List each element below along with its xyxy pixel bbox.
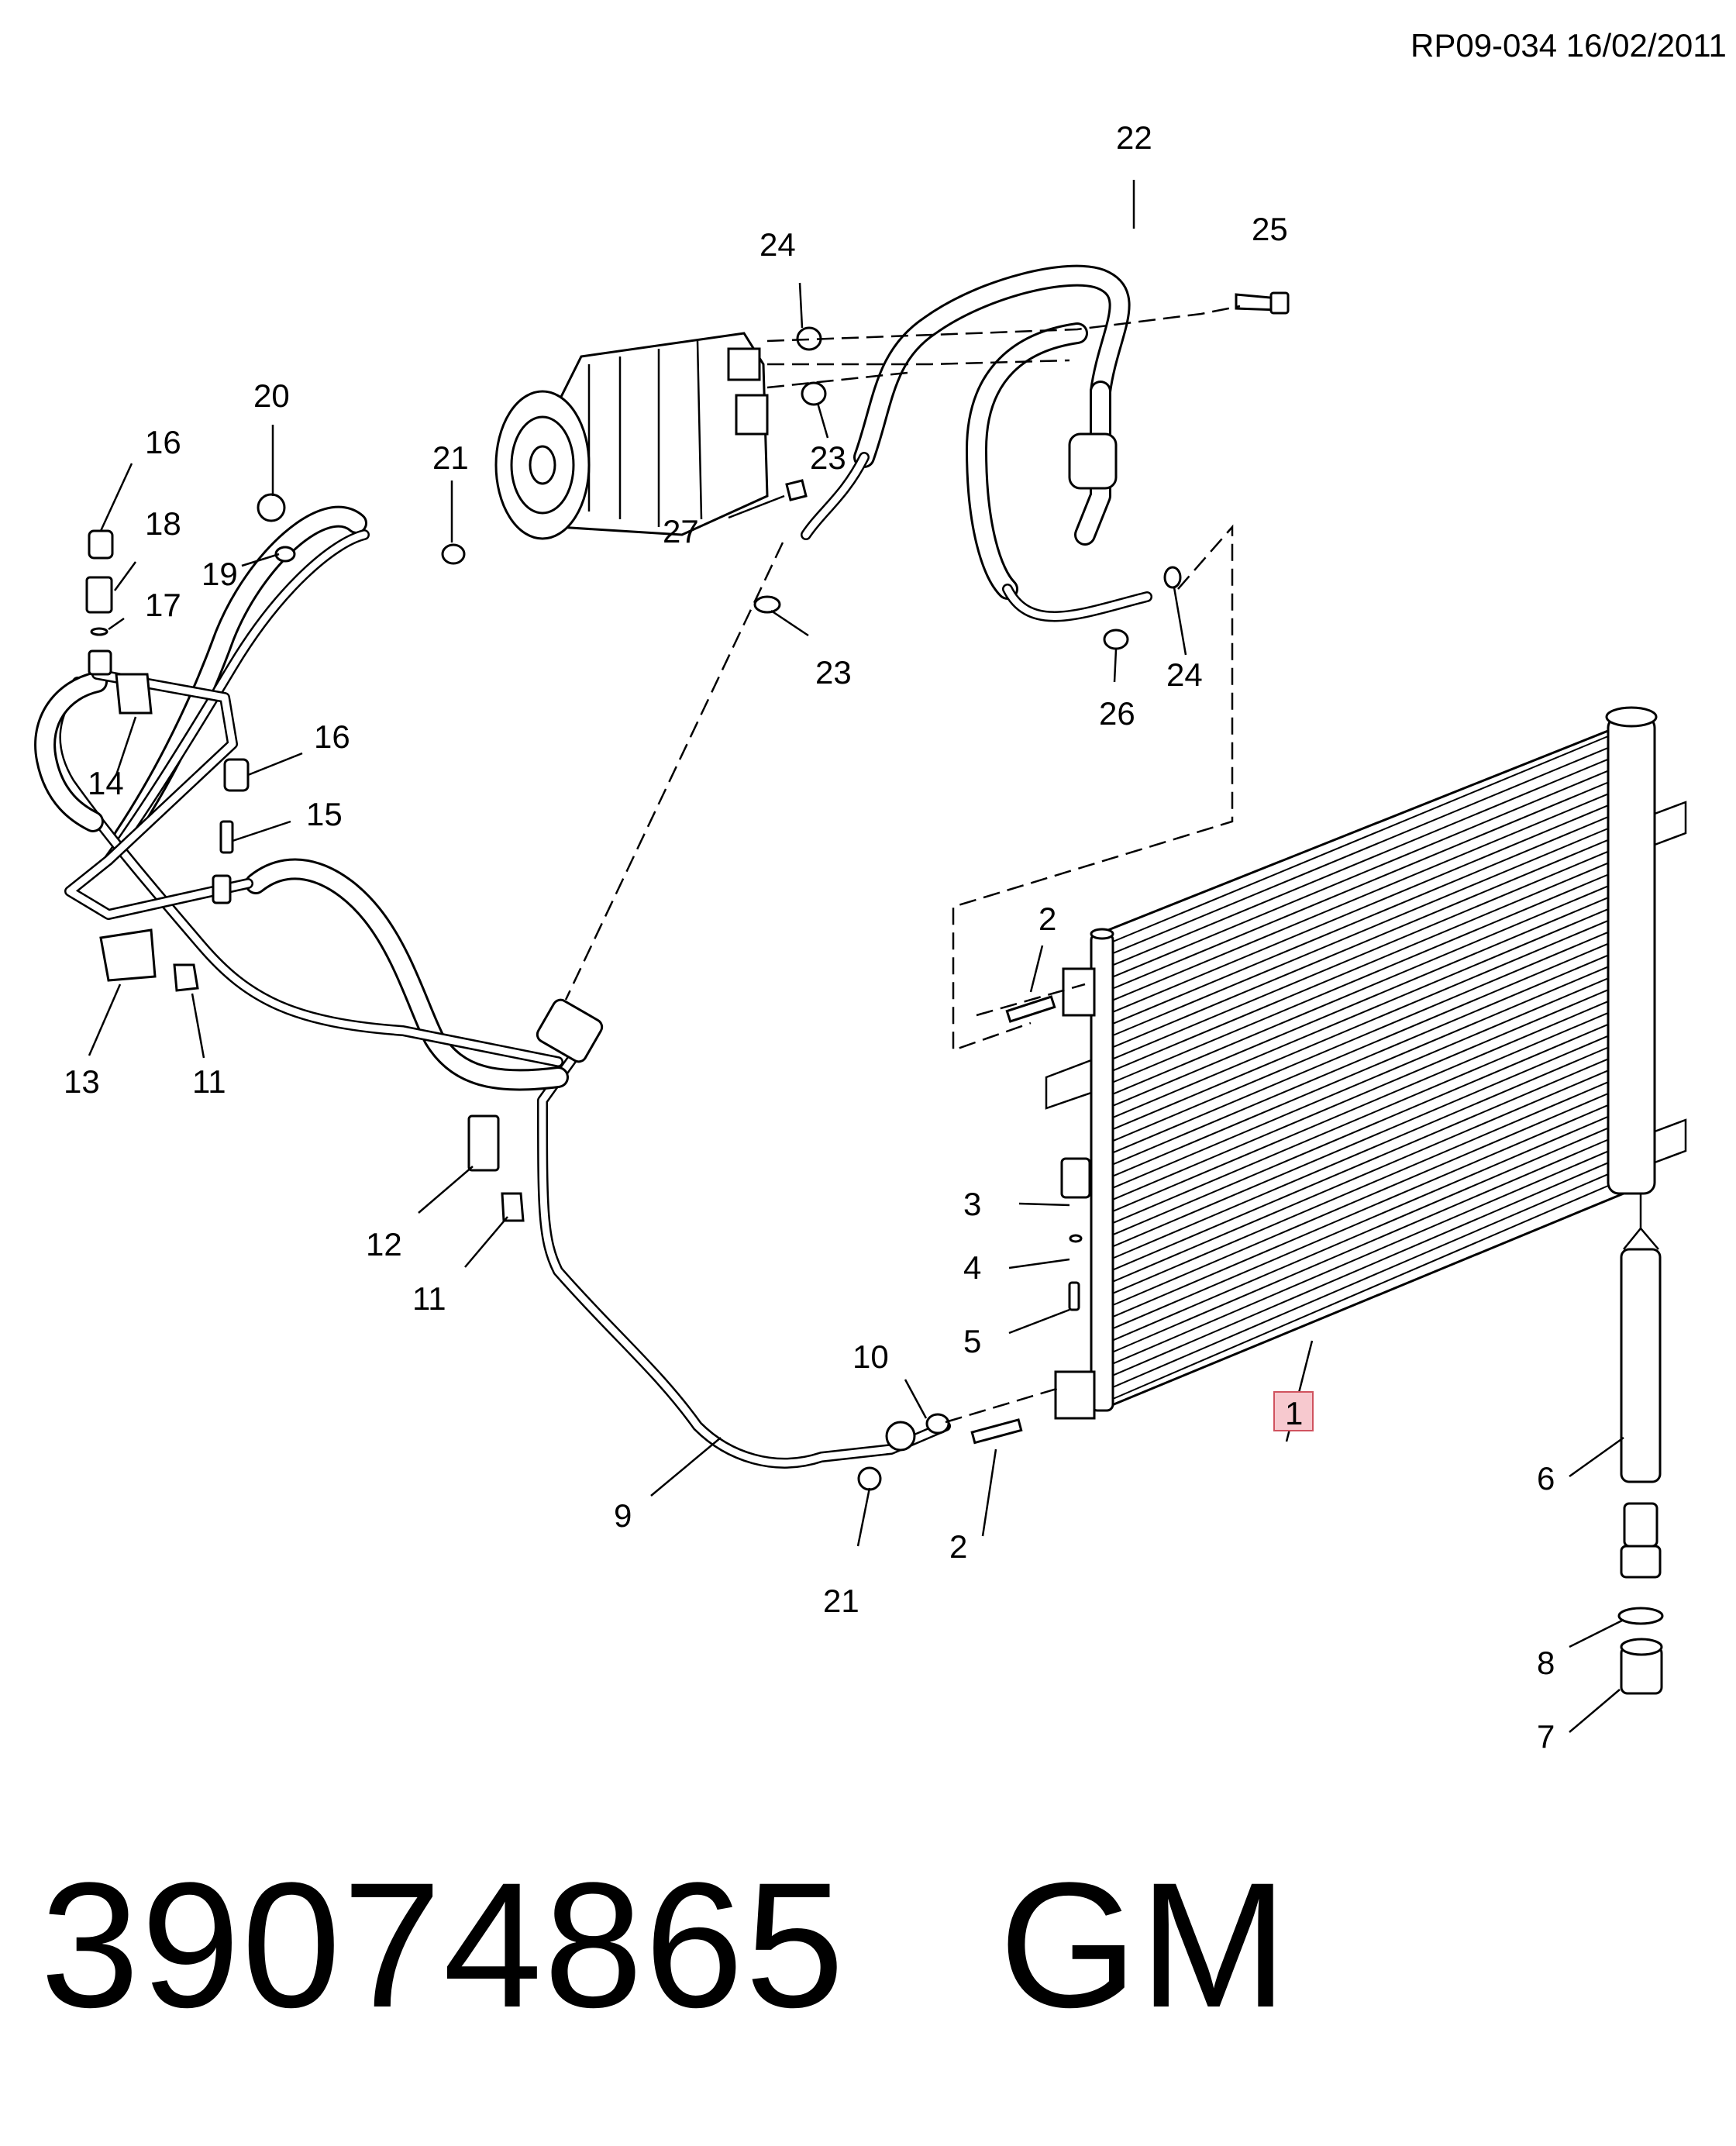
condenser-fin [1112,1093,1609,1306]
compressor [494,332,769,540]
condenser-fin [1112,1138,1609,1353]
callout-18: 18 [145,505,181,542]
callout-27: 27 [663,513,699,549]
callout-23-top: 23 [810,439,846,476]
condenser-fin [1112,770,1609,978]
condenser-fin [1112,1058,1609,1271]
condenser-fin [1112,873,1609,1083]
callout-24-top: 24 [760,226,796,263]
condenser-fin [1112,1115,1609,1330]
callout-26: 26 [1099,695,1135,732]
callout-25: 25 [1252,211,1288,247]
condenser-fin [1112,746,1609,955]
condenser-fin [1112,1035,1609,1248]
condenser-fin [1112,931,1609,1142]
callout-13: 13 [64,1063,100,1100]
condenser-fin [1112,954,1609,1166]
callout-12: 12 [366,1226,402,1262]
condenser-fin [1112,1081,1609,1294]
callout-2-bottom: 2 [949,1528,967,1565]
callout-14: 14 [88,765,124,801]
condenser-fin [1112,1162,1609,1376]
condenser-fin [1112,908,1609,1118]
callout-labels: 1 2 2 3 4 5 6 7 8 9 10 11 11 12 13 14 15… [64,119,1555,1755]
callout-8: 8 [1537,1645,1555,1681]
condenser-fin [1112,1023,1609,1236]
callout-11-left: 11 [192,1063,226,1100]
condenser-fin [1112,828,1609,1036]
callout-3: 3 [963,1186,981,1222]
callout-22: 22 [1116,119,1152,156]
liquid-line-9 [537,1041,951,1469]
callout-17: 17 [145,587,181,623]
condenser-fin [1112,1011,1609,1225]
condenser-fin [1112,816,1609,1025]
callout-2-top: 2 [1038,901,1056,937]
callout-1: 1 [1285,1395,1303,1431]
condenser-fin [1112,862,1609,1072]
condenser-fin [1112,966,1609,1177]
condenser-fin [1112,942,1609,1154]
condenser-fin [1112,885,1609,1095]
callout-21-top: 21 [432,439,469,476]
callout-16-top: 16 [145,424,181,460]
callout-23-mid: 23 [815,654,852,691]
callout-19: 19 [202,556,238,592]
leader-lines [88,180,1624,1733]
highlight-box [1273,1391,1314,1431]
condenser [1045,706,1687,1420]
condenser-fin [1112,1046,1609,1259]
callout-9: 9 [614,1497,632,1534]
callout-15: 15 [306,796,343,832]
condenser-fin [1112,804,1609,1013]
condenser-fin [1112,1185,1609,1400]
callout-21-bottom: 21 [823,1583,859,1619]
condenser-fin [1112,897,1609,1107]
callout-10: 10 [852,1338,889,1375]
callout-20: 20 [253,377,290,414]
condenser-fin [1112,1127,1609,1342]
condenser-fin [1112,839,1609,1049]
callout-16-mid: 16 [314,718,350,755]
condenser-fin [1112,989,1609,1200]
brand: GM [999,1845,1290,2044]
condenser-fin [1112,1150,1609,1365]
condenser-fin [1112,977,1609,1189]
callout-5: 5 [963,1323,981,1359]
small-parts [85,291,1290,1491]
receiver-dryer [1617,1194,1664,1695]
condenser-fin [1112,850,1609,1060]
condenser-fin [1112,758,1609,966]
part-number-line: 39074865 GM [40,1856,1290,2034]
condenser-fin [1112,781,1609,990]
condenser-fin [1112,1070,1609,1283]
callout-24-right: 24 [1166,656,1203,693]
callout-6: 6 [1537,1460,1555,1497]
reference-code: RP09-034 16/02/2011 [1410,27,1727,64]
suction-pipe-left [34,505,604,1091]
condenser-fin [1112,735,1609,942]
condenser-fin [1112,1104,1609,1318]
condenser-fin [1112,1173,1609,1388]
callout-11-right: 11 [412,1280,446,1317]
callout-4: 4 [963,1249,981,1286]
dashed-reference-lines [564,305,1241,1424]
condenser-fin [1112,793,1609,1001]
condenser-fin [1112,919,1609,1131]
callout-7: 7 [1537,1718,1555,1755]
hose-assembly-22 [801,264,1152,622]
part-number: 39074865 [40,1845,846,2044]
condenser-fin [1112,1001,1609,1212]
